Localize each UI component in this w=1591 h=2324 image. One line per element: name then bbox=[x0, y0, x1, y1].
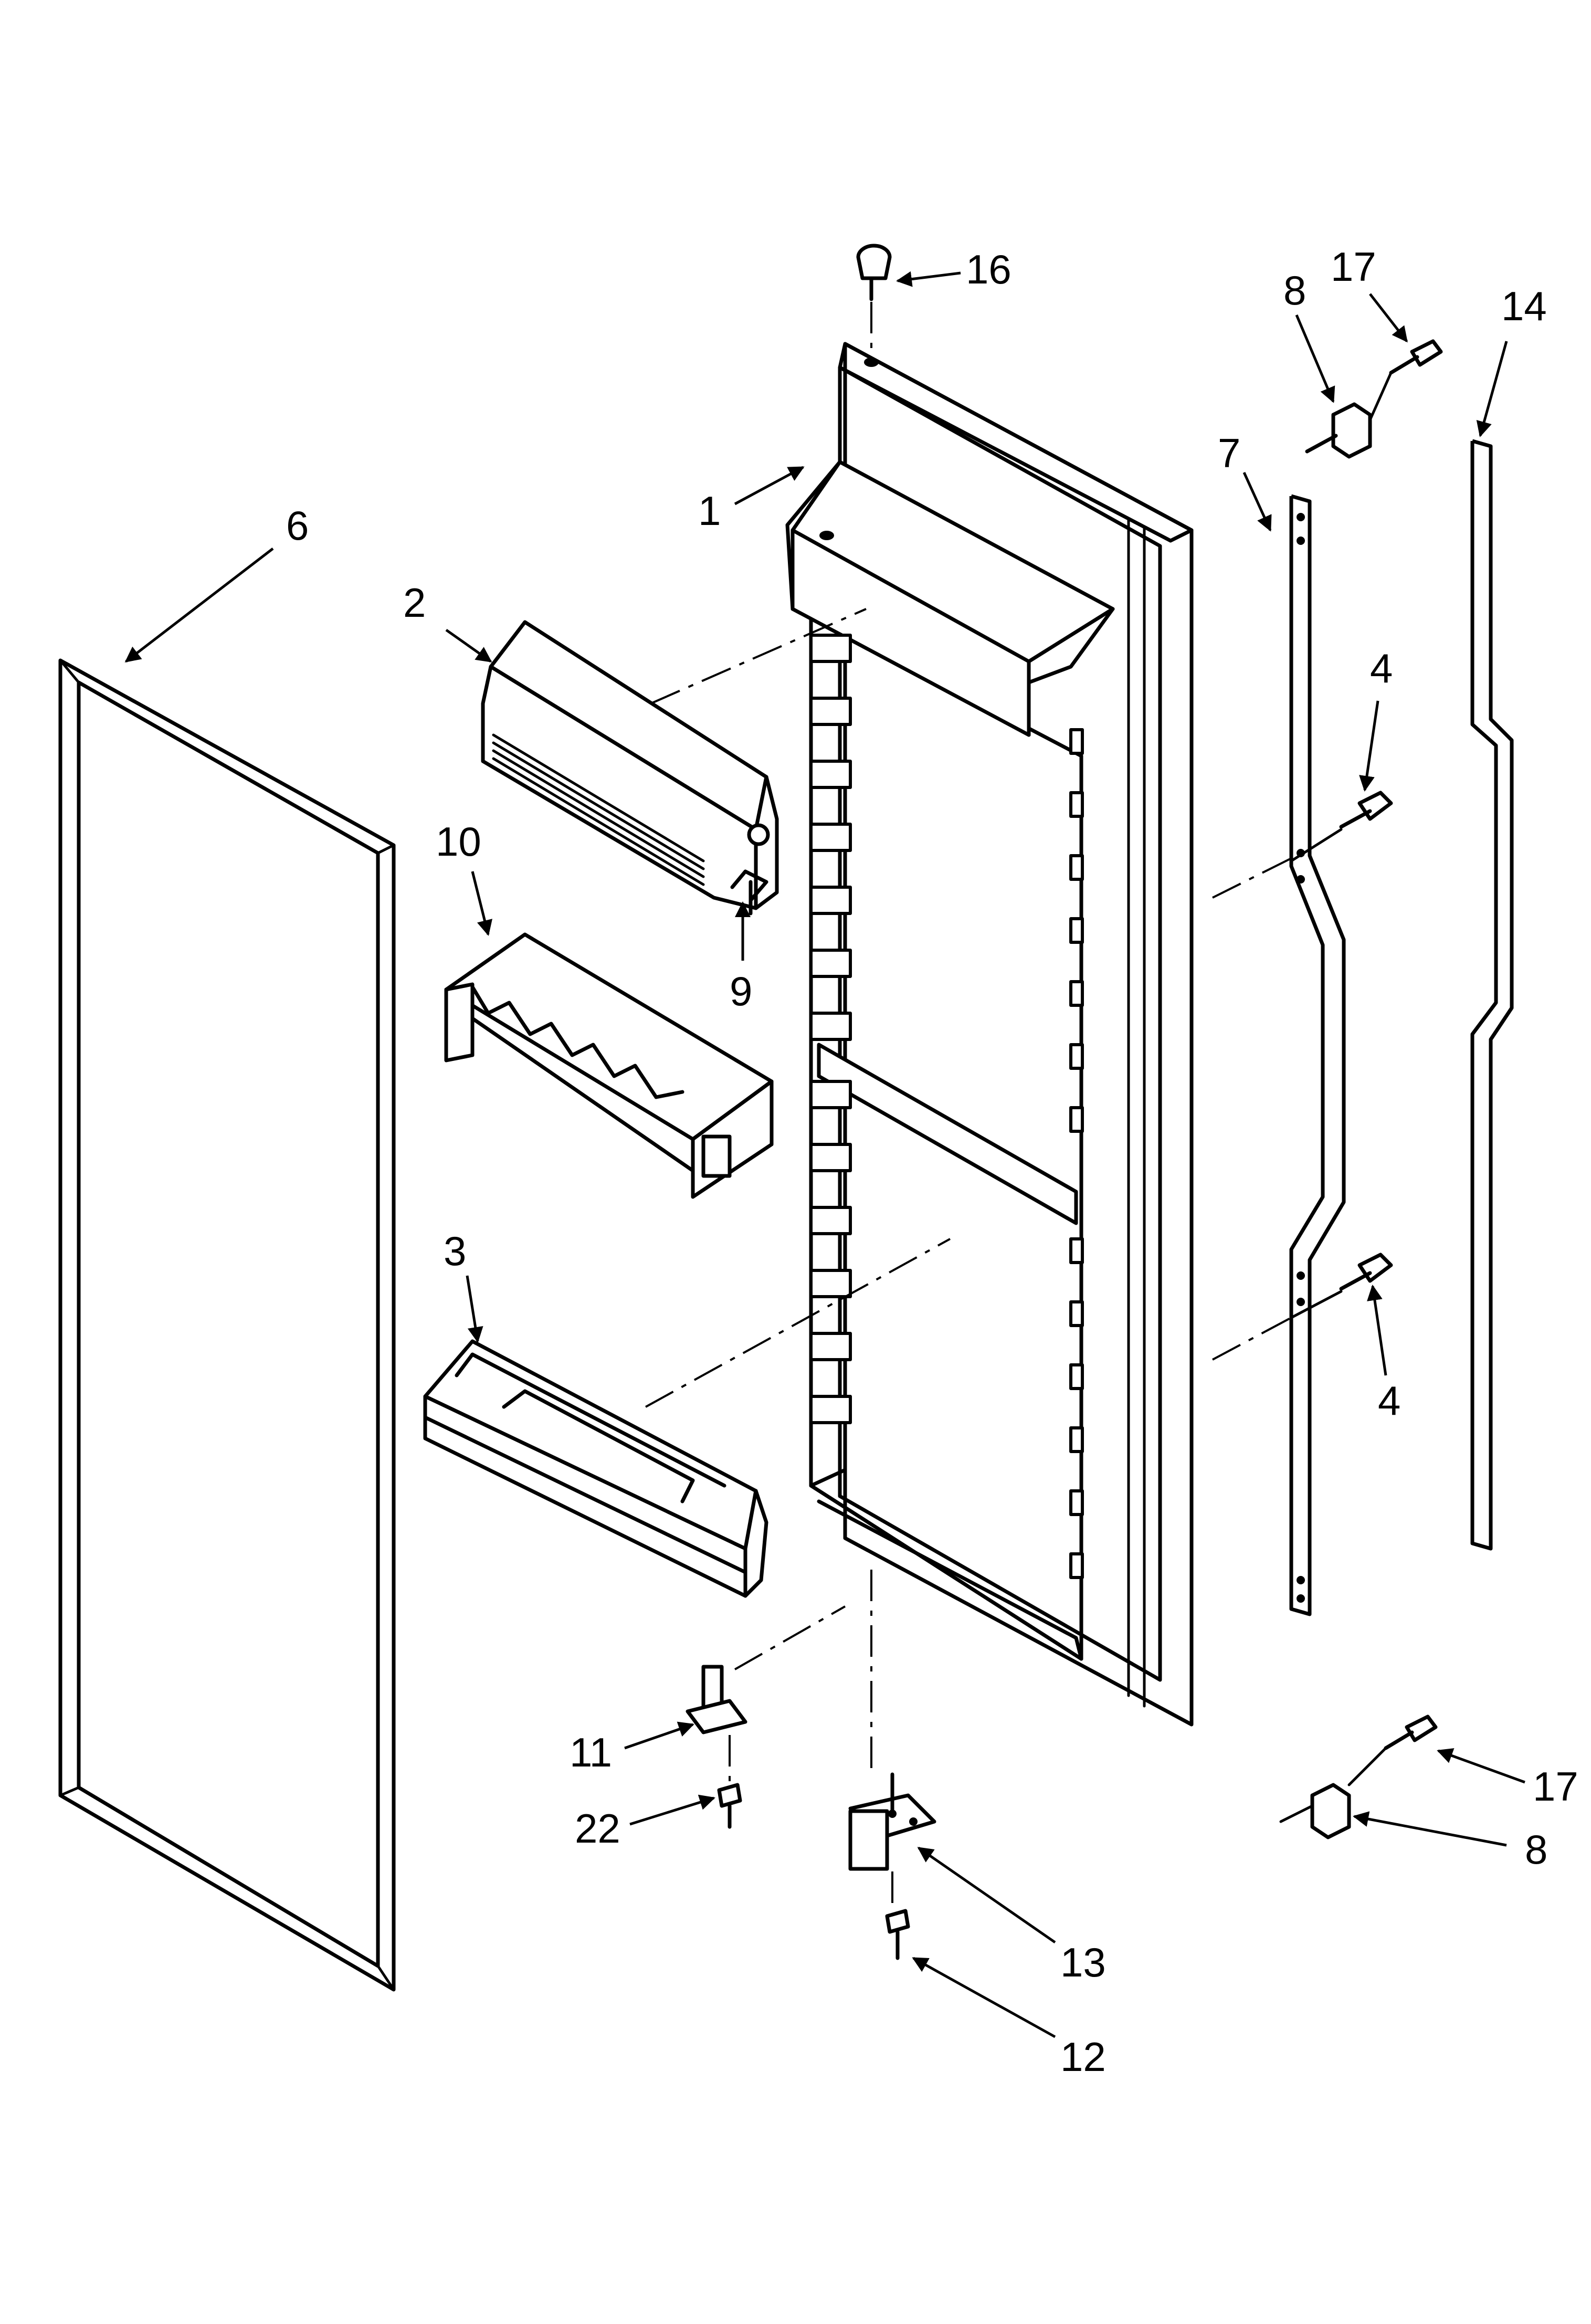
callout-8-upper: 8 bbox=[1283, 267, 1306, 313]
upper-bracket bbox=[1305, 339, 1443, 459]
hinge-bottom-screw bbox=[885, 1871, 910, 1960]
leader-lines bbox=[124, 271, 1525, 2038]
callout-3: 3 bbox=[444, 1228, 466, 1274]
callout-22: 22 bbox=[575, 1805, 620, 1852]
callout-6: 6 bbox=[286, 502, 309, 549]
callout-17-lower: 17 bbox=[1533, 1763, 1578, 1810]
callout-17-upper: 17 bbox=[1331, 244, 1376, 290]
callout-12: 12 bbox=[1060, 2034, 1106, 2080]
screw-lower bbox=[1290, 1253, 1393, 1319]
callout-7: 7 bbox=[1218, 430, 1240, 476]
dairy-compartment bbox=[481, 608, 867, 910]
trim-strip bbox=[1470, 439, 1514, 1551]
callout-4-lower: 4 bbox=[1378, 1377, 1400, 1424]
callout-13: 13 bbox=[1060, 1939, 1106, 1985]
door-bin bbox=[423, 1238, 951, 1598]
callout-16: 16 bbox=[966, 246, 1012, 292]
hinge-screw bbox=[717, 1735, 742, 1829]
door-gasket bbox=[58, 658, 396, 1992]
callout-1: 1 bbox=[698, 488, 721, 534]
liner-left-tabs bbox=[809, 634, 852, 1424]
door-liner bbox=[785, 342, 1194, 1727]
bottom-hinge bbox=[848, 1570, 936, 1871]
callout-11: 11 bbox=[570, 1729, 612, 1775]
dairy-spring-clip bbox=[730, 869, 768, 916]
liner-right-tabs bbox=[1069, 728, 1084, 1579]
lower-bracket bbox=[1279, 1715, 1438, 1839]
door-plug bbox=[856, 244, 892, 357]
hinge-pin bbox=[686, 1605, 846, 1734]
callout-9: 9 bbox=[730, 968, 752, 1014]
callout-14: 14 bbox=[1501, 283, 1547, 329]
callout-4-upper: 4 bbox=[1370, 645, 1393, 691]
callout-labels: 6 2 1 16 10 9 3 7 8 17 14 4 4 11 22 13 1… bbox=[286, 244, 1578, 2080]
screw-upper bbox=[1290, 791, 1393, 863]
callout-8-lower: 8 bbox=[1525, 1826, 1547, 1873]
handle-trim bbox=[1212, 494, 1346, 1616]
egg-tray bbox=[444, 932, 774, 1199]
callout-2: 2 bbox=[403, 580, 426, 626]
callout-10: 10 bbox=[436, 818, 481, 865]
